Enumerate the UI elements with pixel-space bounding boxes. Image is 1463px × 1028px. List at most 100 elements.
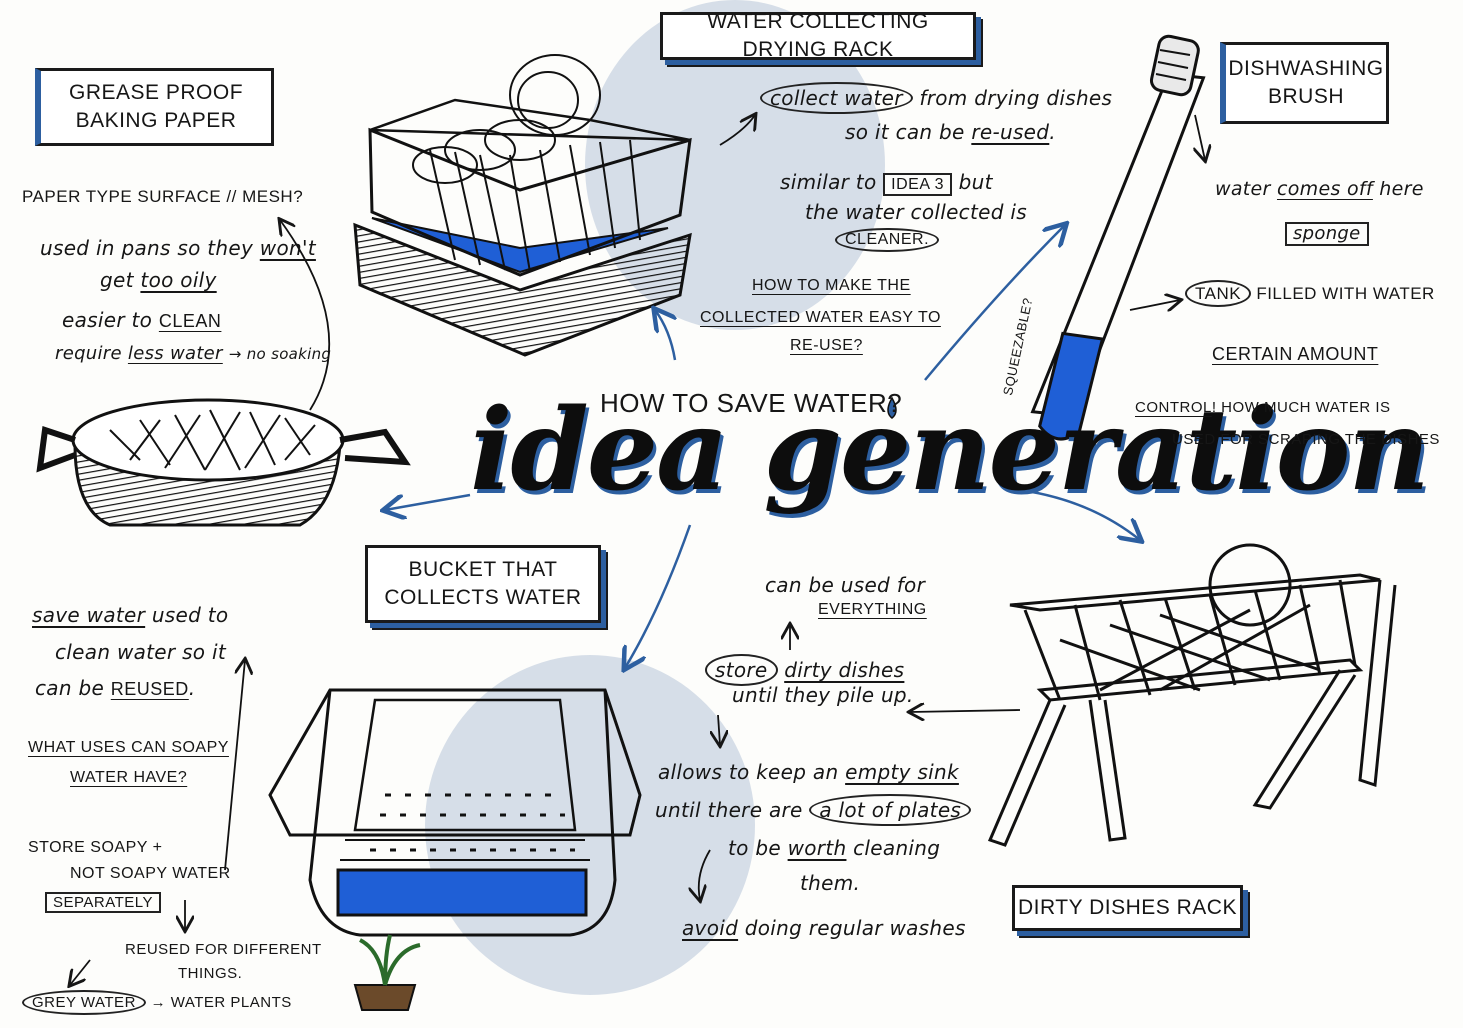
- drying-note-2c: .: [1049, 120, 1056, 144]
- box-baking-paper: GREASE PROOF BAKING PAPER: [35, 68, 274, 146]
- rack-note-5: allows to keep an empty sink: [658, 762, 959, 782]
- brush-note-5: CONTROL! HOW MUCH WATER IS: [1135, 400, 1391, 415]
- frying-pan-sketch: [36, 398, 411, 527]
- box-brush-label: DISHWASHING BRUSH: [1228, 56, 1384, 108]
- drying-note-3c: but: [958, 170, 993, 194]
- rack-note-6: until there are a lot of plates: [655, 794, 972, 826]
- drying-note-2b: re-used: [971, 120, 1050, 144]
- central-question: HOW TO SAVE WATER?: [600, 388, 903, 418]
- rack-note-7: to be worth cleaning: [728, 838, 940, 858]
- brush-note-5a: CONTROL: [1135, 399, 1212, 416]
- brush-note-3: TANK FILLED WITH WATER: [1185, 280, 1435, 307]
- bg-circle-bottom: [425, 655, 755, 995]
- brush-note-2: sponge: [1285, 222, 1369, 246]
- plant-pot-sketch: [353, 934, 421, 1011]
- rack-note-3a: store: [705, 654, 778, 686]
- connector-arrows: [385, 225, 1140, 668]
- rack-note-7c: cleaning: [853, 836, 941, 860]
- drying-note-1-oval: collect water: [760, 82, 913, 114]
- box-baking-paper-label: GREASE PROOF BAKING PAPER: [68, 80, 244, 132]
- drying-note-3a: similar to: [780, 170, 877, 194]
- box-bucket-label: BUCKET THAT COLLECTS WATER: [384, 557, 582, 609]
- drying-question-1: HOW TO MAKE THE: [752, 277, 911, 294]
- bucket-note-3c: .: [188, 676, 196, 700]
- box-bucket: BUCKET THAT COLLECTS WATER: [365, 545, 601, 623]
- brush-note-3a: TANK: [1185, 280, 1252, 307]
- bucket-note-3a: can be: [35, 676, 105, 700]
- brush-note-3b: FILLED WITH WATER: [1256, 284, 1435, 303]
- box-brush: DISHWASHING BRUSH: [1220, 42, 1389, 124]
- rack-note-1: can be used for: [765, 573, 926, 597]
- paper-note-4b: CLEAN: [158, 311, 222, 331]
- bucket-note-1: save water used to: [32, 605, 228, 625]
- bucket-note-9: REUSED FOR DIFFERENT: [125, 941, 322, 958]
- paper-note-5b: less water: [127, 343, 223, 364]
- bucket-note-11: GREY WATER → WATER PLANTS: [22, 990, 292, 1015]
- bucket-note-5: WATER HAVE?: [70, 769, 188, 786]
- bucket-note-3b: REUSED: [110, 679, 189, 699]
- box-drying-rack: WATER COLLECTING DRYING RACK: [660, 10, 976, 61]
- drying-note-3: similar to IDEA 3 but: [780, 170, 993, 196]
- paper-note-4: easier to CLEAN: [62, 310, 221, 330]
- box-dishes-rack: DIRTY DISHES RACK: [1012, 885, 1243, 931]
- paper-note-1: PAPER TYPE SURFACE // MESH?: [22, 187, 304, 206]
- note-arrows: [70, 115, 1205, 985]
- drying-rack-sketch: [353, 54, 692, 357]
- rack-note-9b: doing regular washes: [744, 916, 966, 940]
- bucket-note-3: can be REUSED.: [35, 678, 195, 698]
- bucket-note-11a: GREY WATER: [22, 990, 146, 1015]
- drying-note-2: so it can be re-used.: [845, 122, 1056, 142]
- brush-sketch: [1030, 34, 1206, 441]
- paper-note-2: used in pans so they won't: [40, 238, 316, 258]
- bucket-note-11b: → WATER PLANTS: [150, 994, 292, 1011]
- rack-note-7b: worth: [787, 836, 847, 860]
- brush-note-4: CERTAIN AMOUNT: [1212, 344, 1379, 364]
- drying-note-1: collect water from drying dishes: [760, 82, 1113, 114]
- paper-note-2a: used in pans so they: [40, 236, 254, 260]
- rack-note-7a: to be: [728, 836, 781, 860]
- paper-note-3a: get: [100, 268, 134, 292]
- rack-note-3: store dirty dishes: [705, 654, 904, 686]
- rack-note-5b: empty sink: [845, 760, 959, 784]
- paper-note-4a: easier to: [62, 308, 153, 332]
- bucket-note-6: STORE SOAPY +: [28, 839, 163, 856]
- bucket-sketch: [268, 688, 642, 937]
- rack-note-6b: a lot of plates: [809, 794, 972, 826]
- drying-note-1-rest: from drying dishes: [919, 86, 1113, 110]
- rack-note-9a: avoid: [682, 916, 739, 940]
- bucket-note-7: NOT SOAPY WATER: [70, 865, 231, 882]
- brush-note-1: water comes off here: [1215, 180, 1424, 199]
- box-drying-rack-label: WATER COLLECTING DRYING RACK: [707, 9, 929, 61]
- bucket-note-2: clean water so it: [55, 640, 226, 664]
- drying-note-2a: so it can be: [845, 120, 965, 144]
- dish-rack-sketch: [987, 543, 1397, 847]
- water-drop-icon: [887, 396, 897, 419]
- rack-note-8: them.: [800, 871, 861, 895]
- rack-note-6a: until there are: [655, 798, 803, 822]
- brush-note-1b: comes off: [1276, 178, 1373, 200]
- paper-note-3: get too oily: [100, 270, 217, 290]
- paper-note-5c: → no soaking: [228, 345, 332, 363]
- drying-note-3b: IDEA 3: [883, 173, 952, 196]
- brush-note-1a: water: [1215, 178, 1271, 200]
- rack-note-9: avoid doing regular washes: [682, 918, 966, 938]
- brush-note-6: USED FOR SCRAPING THE DISHES: [1172, 431, 1440, 448]
- brush-note-1c: here: [1379, 178, 1424, 200]
- rack-note-4: until they pile up.: [732, 683, 914, 707]
- drying-question-2: COLLECTED WATER EASY TO: [700, 309, 941, 326]
- bucket-note-4: WHAT USES CAN SOAPY: [28, 739, 229, 756]
- paper-note-5a: require: [55, 343, 122, 364]
- paper-note-2b: won't: [259, 236, 316, 260]
- bucket-note-8: SEPARATELY: [45, 892, 162, 913]
- diagram-title: idea generation: [470, 385, 1430, 516]
- bucket-note-10: THINGS.: [178, 965, 243, 982]
- brush-note-5b: ! HOW MUCH WATER IS: [1211, 399, 1391, 416]
- bucket-note-1b: used to: [151, 603, 229, 627]
- box-dishes-rack-label: DIRTY DISHES RACK: [1018, 895, 1237, 919]
- paper-note-3b: too oily: [140, 268, 217, 292]
- rack-note-2: EVERYTHING: [818, 601, 927, 618]
- rack-note-5a: allows to keep an: [658, 760, 839, 784]
- paper-note-5: require less water → no soaking: [55, 345, 331, 363]
